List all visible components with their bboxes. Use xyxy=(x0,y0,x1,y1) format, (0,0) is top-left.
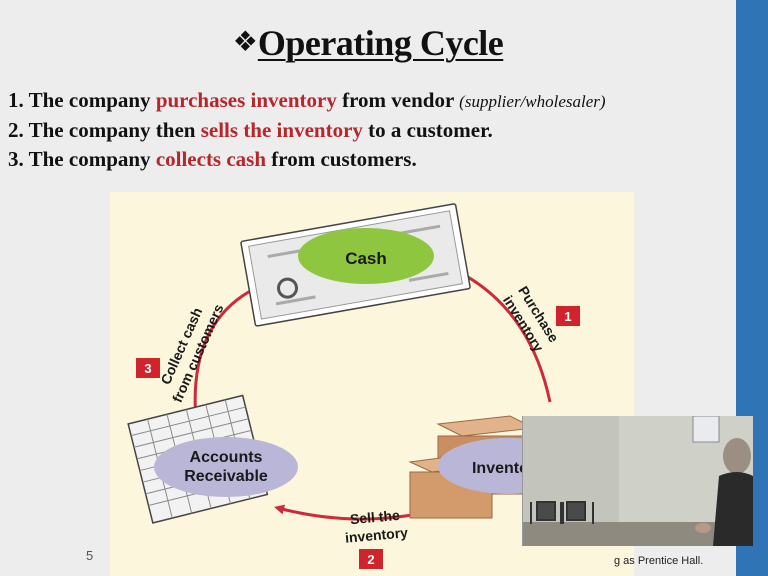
ar-label-line1: Accounts xyxy=(190,449,263,466)
video-frame xyxy=(523,416,753,546)
copyright-footer: g as Prentice Hall. xyxy=(614,555,704,567)
point-number: 2. xyxy=(8,118,24,142)
presenter-video-overlay xyxy=(522,416,753,546)
arrow-purchase xyxy=(454,268,552,403)
point-highlight: sells the inventory xyxy=(200,118,363,142)
step-number-3: 3 xyxy=(144,361,151,376)
slide-number: 5 xyxy=(86,548,94,563)
point-highlight: collects cash xyxy=(155,147,267,171)
point-highlight: purchases inventory xyxy=(155,88,337,112)
sell-label-line1: Sell the xyxy=(349,507,400,527)
step-number-1: 1 xyxy=(564,309,571,324)
ar-label-line2: Receivable xyxy=(184,468,268,485)
point-3: 3. The company collects cash from custom… xyxy=(8,145,736,174)
step-number-2: 2 xyxy=(367,552,374,567)
point-number: 1. xyxy=(8,88,24,112)
accounts-receivable-node xyxy=(154,437,298,497)
step-badge-3 xyxy=(136,358,160,378)
point-text: to a customer. xyxy=(362,118,493,142)
point-1: 1. The company purchases inventory from … xyxy=(8,86,736,116)
slide-title: Operating Cycle xyxy=(257,23,504,63)
point-2: 2. The company then sells the inventory … xyxy=(8,116,736,145)
operating-cycle-diagram: Cash Accounts Receivable Inventory Purch… xyxy=(110,192,634,576)
sell-label-line2: inventory xyxy=(344,524,408,545)
cash-label: Cash xyxy=(345,249,387,268)
cycle-svg: Cash Accounts Receivable Inventory Purch… xyxy=(127,203,580,569)
point-text: from vendor xyxy=(336,88,460,112)
point-aside: (supplier/wholesaler) xyxy=(459,92,606,111)
point-text: The company xyxy=(28,88,156,112)
points-list: 1. The company purchases inventory from … xyxy=(8,86,736,174)
point-text: The company then xyxy=(28,118,201,142)
point-text: The company xyxy=(28,147,156,171)
step-badge-2 xyxy=(359,549,383,569)
cash-node xyxy=(298,228,434,284)
slide-title-area: ❖Operating Cycle xyxy=(0,22,736,64)
point-number: 3. xyxy=(8,147,24,171)
diamond-bullet-icon: ❖ xyxy=(232,27,258,58)
step-badge-1 xyxy=(556,306,580,326)
point-text: from customers. xyxy=(266,147,417,171)
